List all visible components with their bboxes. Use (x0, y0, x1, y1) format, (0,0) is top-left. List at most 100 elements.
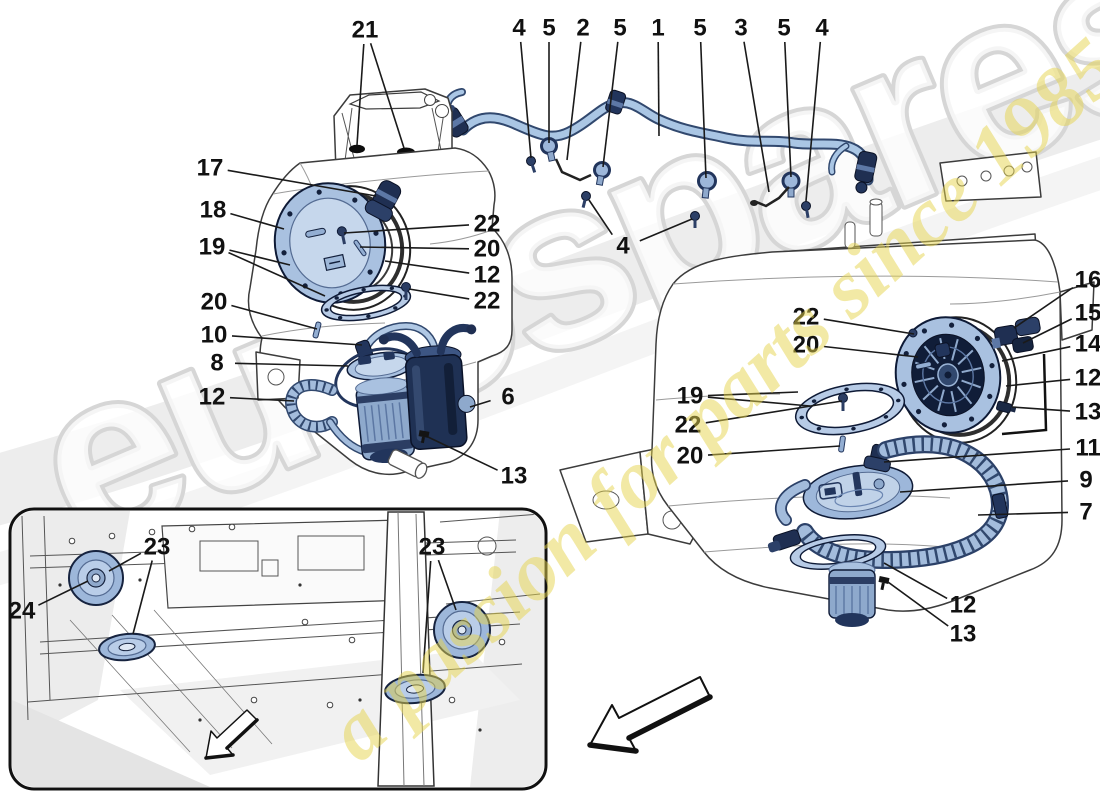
callout-13: 13 (1075, 399, 1100, 426)
callout-leader-13 (1011, 406, 1071, 412)
callout-4: 4 (815, 15, 829, 42)
right-fuel-tank (559, 151, 1095, 627)
callout-23: 23 (144, 534, 171, 561)
callout-leader-12 (384, 260, 470, 274)
callout-5: 5 (613, 15, 626, 42)
callout-9: 9 (1079, 467, 1092, 494)
direction-arrow-icon (587, 676, 713, 754)
access-cover (68, 550, 124, 606)
callout-5: 5 (542, 15, 555, 42)
callout-6: 6 (501, 384, 514, 411)
pipe-clip (540, 137, 558, 162)
callout-leader-20 (707, 445, 841, 456)
callout-20: 20 (201, 289, 228, 316)
callout-23: 23 (419, 534, 446, 561)
callout-leader-22 (705, 400, 843, 424)
callout-5: 5 (693, 15, 706, 42)
callout-20: 20 (793, 332, 820, 359)
hose-clamp (991, 493, 1009, 519)
pipe-screw (526, 156, 537, 173)
callout-22: 22 (675, 412, 702, 439)
fuel-filter-canister (378, 324, 477, 450)
callout-leader-24 (38, 580, 89, 606)
callout-leader-12 (883, 562, 948, 600)
callout-22: 22 (474, 288, 501, 315)
callout-leader-5 (602, 41, 619, 168)
hose-clamp (418, 430, 430, 444)
pipe-screw (801, 201, 811, 219)
callout-7: 7 (1079, 499, 1092, 526)
callout-10: 10 (201, 322, 228, 349)
outlet-pipe (387, 449, 428, 479)
mount-pad (349, 144, 365, 154)
hose-clamp (878, 576, 890, 591)
callout-13: 13 (501, 463, 528, 490)
fuel-pump-flange-ring (894, 316, 1002, 434)
callout-leader-19 (707, 396, 811, 407)
callout-leader-11 (883, 448, 1071, 463)
callout-leader-23 (132, 560, 153, 635)
callout-12: 12 (199, 384, 226, 411)
callout-leader-10 (231, 335, 363, 346)
callout-leader-18 (230, 212, 285, 230)
fuel-pump-dome (802, 464, 914, 520)
callout-1: 1 (651, 15, 664, 42)
callout-14: 14 (1075, 331, 1100, 358)
fuel-pump-canister (355, 377, 415, 463)
callout-5: 5 (777, 15, 790, 42)
pipe-bracket-2 (554, 158, 592, 182)
callout-leader-5 (784, 41, 792, 178)
access-cover (384, 673, 446, 705)
callout-20: 20 (677, 443, 704, 470)
callout-2: 2 (576, 15, 589, 42)
line-art (8, 88, 1095, 791)
gasket-ring (794, 382, 906, 436)
inset-direction-arrow-icon (204, 709, 259, 760)
callout-leader-19 (228, 251, 326, 297)
callout-leader-12 (229, 396, 295, 402)
callout-leader-23 (437, 559, 457, 611)
callout-20: 20 (474, 236, 501, 263)
callout-16: 16 (1075, 267, 1100, 294)
seal-ring (789, 534, 887, 570)
callout-leader-20 (359, 246, 470, 250)
callout-leader-21 (369, 43, 405, 149)
callout-leader-4 (519, 41, 532, 159)
callout-19: 19 (199, 234, 226, 261)
left-fuel-tank (247, 88, 513, 479)
callout-12: 12 (950, 592, 977, 619)
callout-8: 8 (210, 350, 223, 377)
fixing-pin (838, 435, 846, 453)
callout-leader-17 (227, 169, 377, 197)
level-sensor (364, 180, 402, 222)
callout-3: 3 (734, 15, 747, 42)
callout-leader-7 (977, 511, 1069, 516)
callout-11: 11 (1075, 435, 1100, 462)
callout-13: 13 (950, 621, 977, 648)
callout-leader-23 (108, 552, 142, 572)
fuel-sender-flange (273, 182, 387, 304)
inset-floorpan-view (8, 507, 548, 791)
callout-leader-22 (343, 224, 470, 234)
callout-24: 24 (9, 598, 36, 625)
gasket-screw (838, 393, 848, 411)
callout-leader-4 (805, 41, 822, 202)
callout-19: 19 (677, 383, 704, 410)
callout-22: 22 (793, 304, 820, 331)
callout-leader-4 (588, 199, 613, 236)
callout-4: 4 (616, 233, 630, 260)
access-cover (98, 632, 156, 662)
access-cover (433, 601, 491, 659)
gasket-ring (320, 284, 412, 322)
callout-leader-14 (1001, 345, 1071, 362)
callout-15: 15 (1075, 300, 1100, 327)
pipe-screw (690, 211, 700, 228)
callout-leader-9 (899, 480, 1069, 493)
hose-connector (767, 529, 802, 553)
callout-leader-19 (707, 391, 799, 397)
callout-leader-12 (1005, 378, 1071, 387)
callout-18: 18 (200, 197, 227, 224)
